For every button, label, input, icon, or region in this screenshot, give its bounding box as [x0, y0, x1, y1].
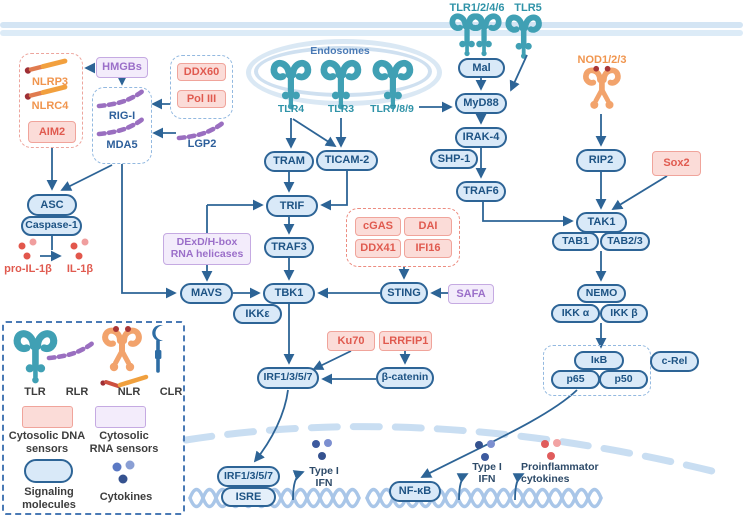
- tlr4-label: TLR4: [277, 103, 305, 115]
- pro-il1b-label: pro-IL-1β: [4, 263, 52, 275]
- node-ifi16: IFI16: [404, 239, 452, 258]
- endosome-outer-ring: [246, 39, 442, 106]
- node-ikkb: IKK β: [600, 304, 648, 323]
- node-tram: TRAM: [264, 151, 314, 172]
- legend-nlr-label: NLR: [117, 386, 141, 398]
- tlr5-receptor-icon: [508, 17, 538, 58]
- node-nfkb: NF-κB: [389, 481, 441, 502]
- endosomes-label: Endosomes: [310, 45, 370, 57]
- plasma-membrane-outer-leaflet: [0, 22, 743, 28]
- node-ddx41: DDX41: [355, 239, 401, 258]
- node-safa: SAFA: [448, 284, 494, 304]
- node-aim2: AIM2: [28, 121, 76, 143]
- tlr789-label: TLR7/8/9: [370, 103, 414, 115]
- legend-dna-sensor-swatch: [22, 406, 73, 428]
- legend-nlr-sticks-icon: [100, 374, 149, 388]
- node-irak4: IRAK-4: [455, 127, 507, 148]
- nod123-label: NOD1/2/3: [577, 54, 627, 66]
- node-ikka: IKK α: [551, 304, 600, 323]
- legend-cytokine-dots-icon: [112, 460, 135, 484]
- tlr5-label: TLR5: [514, 2, 542, 14]
- node-dai: DAI: [404, 217, 452, 236]
- node-irf1357: IRF1/3/5/7: [257, 367, 319, 389]
- type1-ifn-left-label: Type I IFN: [309, 465, 339, 490]
- legend-cytokines-label: Cytokines: [99, 491, 153, 503]
- plasma-membrane-inner-leaflet: [0, 30, 743, 36]
- node-tak1: TAK1: [576, 212, 627, 233]
- tlr1246-receptor-icon-2: [469, 16, 498, 56]
- node-asc: ASC: [27, 194, 77, 216]
- nlrc4-label: NLRC4: [31, 100, 69, 112]
- node-pol3: Pol III: [177, 90, 226, 108]
- node-lrrfip1: LRRFIP1: [379, 331, 432, 351]
- tlr1246-label: TLR1/2/4/6: [449, 2, 505, 14]
- node-hmgbs: HMGBs: [96, 57, 148, 78]
- node-shp1: SHP-1: [430, 149, 478, 169]
- node-p65: p65: [551, 370, 600, 389]
- node-irf1357-nucleus: IRF1/3/5/7: [217, 466, 280, 487]
- node-ddx60: DDX60: [177, 63, 226, 81]
- ddx60-pol3-group: [170, 55, 233, 119]
- legend-rna-sensors-label: Cytosolic RNA sensors: [89, 430, 159, 455]
- node-dexd-helicases: DExD/H-box RNA helicases: [163, 233, 251, 265]
- node-myd88: MyD88: [455, 93, 507, 114]
- node-crel: c-Rel: [650, 351, 699, 372]
- node-traf3: TRAF3: [264, 237, 314, 258]
- proinflammatory-cytokines-label: Proinflammator cytokines: [521, 461, 599, 486]
- node-mal: Mal: [458, 58, 505, 78]
- node-bcatenin: β-catenin: [376, 367, 434, 389]
- cytokine-dots: [18, 238, 561, 461]
- node-nemo: NEMO: [577, 284, 626, 303]
- node-tab1: TAB1: [552, 232, 599, 251]
- node-p50: p50: [599, 370, 648, 389]
- il1b-label: IL-1β: [66, 263, 94, 275]
- node-traf6: TRAF6: [456, 181, 506, 202]
- legend-rlr-label: RLR: [65, 386, 89, 398]
- mda5-label: MDA5: [106, 139, 138, 151]
- type1-ifn-right-label: Type I IFN: [472, 461, 502, 486]
- nlr-sensor-group: [19, 53, 83, 148]
- rlr-sensor-group: [92, 87, 152, 164]
- legend-clr-label: CLR: [159, 386, 183, 398]
- legend-signaling-label: Signaling molecules: [22, 486, 76, 511]
- nod123-receptor-icon: [586, 66, 618, 109]
- node-isre: ISRE: [221, 487, 276, 507]
- legend-box: [2, 321, 185, 515]
- node-trif: TRIF: [266, 195, 318, 217]
- legend-signaling-swatch: [24, 459, 73, 483]
- pathway-arrows: [40, 54, 668, 501]
- nuclear-envelope: [182, 423, 720, 476]
- node-mavs: MAVS: [180, 283, 233, 304]
- node-cgas: cGAS: [355, 217, 401, 236]
- node-ikke: IKKε: [233, 304, 282, 324]
- legend-tlr-label: TLR: [24, 386, 46, 398]
- node-sox2: Sox2: [652, 151, 701, 176]
- node-rip2: RIP2: [576, 149, 626, 172]
- dna-sensor-group: [346, 208, 460, 267]
- rigi-label: RIG-I: [108, 110, 136, 122]
- legend-rna-sensor-swatch: [95, 406, 146, 428]
- nlrp3-label: NLRP3: [31, 76, 69, 88]
- node-ticam2: TICAM-2: [316, 150, 378, 171]
- lgp2-helicase-icon: [179, 124, 222, 139]
- legend-dna-sensors-label: Cytosolic DNA sensors: [8, 430, 86, 455]
- node-tbk1: TBK1: [263, 283, 315, 304]
- lgp2-label: LGP2: [187, 138, 217, 150]
- node-ikb: IκB: [574, 351, 624, 370]
- node-tab23: TAB2/3: [600, 232, 650, 251]
- node-sting: STING: [380, 282, 428, 304]
- node-caspase1: Caspase-1: [21, 216, 82, 236]
- tlr3-label: TLR3: [327, 103, 355, 115]
- node-ku70: Ku70: [327, 331, 375, 351]
